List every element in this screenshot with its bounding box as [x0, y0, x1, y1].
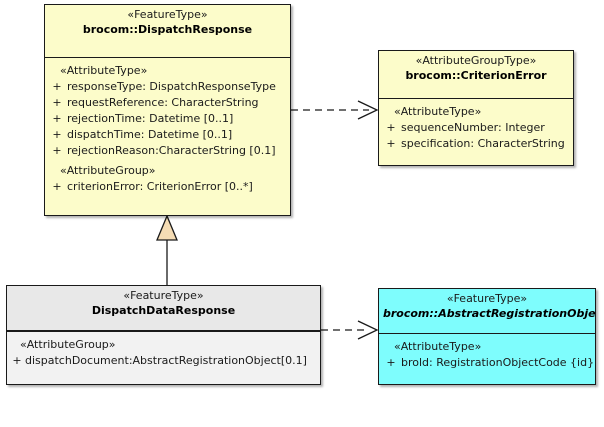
visibility-marker: + — [52, 80, 62, 93]
class-header-abstract-registration-object: «FeatureType» brocom::AbstractRegistrati… — [379, 289, 595, 334]
visibility-marker: + — [52, 96, 62, 109]
dependency-dispatch-data-response-to-abstract-registration-object — [321, 320, 379, 340]
class-stereotype: «FeatureType» — [446, 292, 528, 305]
visibility-marker: + — [12, 354, 22, 367]
attribute-signature: criterionError: CriterionError [0..*] — [67, 180, 253, 193]
hollow-triangle-arrowhead-icon — [156, 214, 178, 241]
dependency-dispatch-response-to-criterion-error — [291, 100, 379, 120]
attribute-group-label: «AttributeGroup» — [20, 338, 116, 351]
class-name: DispatchDataResponse — [91, 304, 236, 317]
attribute-row: + specification: CharacterString — [381, 136, 571, 152]
class-box-abstract-registration-object[interactable]: «FeatureType» brocom::AbstractRegistrati… — [378, 288, 596, 385]
attribute-group-label: «AttributeGroup» — [60, 164, 156, 177]
class-body-dispatch-data-response: «AttributeGroup» + dispatchDocument:Abst… — [7, 332, 320, 373]
class-header-criterion-error: «AttributeGroupType» brocom::CriterionEr… — [379, 51, 573, 99]
class-box-dispatch-data-response[interactable]: «FeatureType» DispatchDataResponse «Attr… — [6, 285, 321, 385]
class-stereotype: «FeatureType» — [123, 289, 204, 302]
open-arrowhead-icon — [357, 100, 379, 120]
attribute-signature: dispatchTime: Datetime [0..1] — [67, 128, 233, 141]
attribute-row: + responseType: DispatchResponseType — [47, 79, 288, 95]
class-body-dispatch-response: «AttributeType» + responseType: Dispatch… — [45, 58, 290, 199]
attribute-row: + criterionError: CriterionError [0..*] — [47, 179, 288, 195]
attribute-row: + dispatchTime: Datetime [0..1] — [47, 127, 288, 143]
attribute-row: + dispatchDocument:AbstractRegistrationO… — [9, 353, 318, 369]
attribute-group-label: «AttributeType» — [60, 64, 148, 77]
class-header-dispatch-response: «FeatureType» brocom::DispatchResponse — [45, 5, 290, 58]
class-body-criterion-error: «AttributeType» + sequenceNumber: Intege… — [379, 99, 573, 156]
attribute-row: + rejectionReason:CharacterString [0.1] — [47, 143, 288, 159]
visibility-marker: + — [386, 356, 396, 369]
class-stereotype: «FeatureType» — [127, 8, 208, 21]
visibility-marker: + — [52, 144, 62, 157]
visibility-marker: + — [52, 128, 62, 141]
attribute-row: + brold: RegistrationObjectCode {id} — [381, 355, 595, 371]
visibility-marker: + — [52, 180, 62, 193]
attribute-group-label: «AttributeType» — [394, 340, 482, 353]
attribute-signature: specification: CharacterString — [401, 137, 565, 150]
class-stereotype: «AttributeGroupType» — [415, 54, 537, 67]
attribute-signature: brold: RegistrationObjectCode {id} — [401, 356, 595, 369]
attribute-signature: rejectionReason:CharacterString [0.1] — [67, 144, 276, 157]
attribute-row: + requestReference: CharacterString — [47, 95, 288, 111]
visibility-marker: + — [386, 137, 396, 150]
class-header-dispatch-data-response: «FeatureType» DispatchDataResponse — [7, 286, 320, 332]
class-box-dispatch-response[interactable]: «FeatureType» brocom::DispatchResponse «… — [44, 4, 291, 216]
class-box-criterion-error[interactable]: «AttributeGroupType» brocom::CriterionEr… — [378, 50, 574, 166]
class-name: brocom::DispatchResponse — [82, 23, 253, 36]
attribute-signature: rejectionTime: Datetime [0..1] — [67, 112, 234, 125]
attribute-signature: dispatchDocument:AbstractRegistrationObj… — [25, 354, 307, 367]
attribute-signature: sequenceNumber: Integer — [401, 121, 545, 134]
class-name: brocom::AbstractRegistrationObject — [383, 307, 596, 320]
attribute-signature: requestReference: CharacterString — [67, 96, 259, 109]
open-arrowhead-icon — [357, 320, 379, 340]
attribute-signature: responseType: DispatchResponseType — [67, 80, 276, 93]
class-body-abstract-registration-object: «AttributeType» + brold: RegistrationObj… — [379, 334, 595, 375]
class-name: brocom::CriterionError — [405, 69, 547, 82]
visibility-marker: + — [52, 112, 62, 125]
attribute-row: + rejectionTime: Datetime [0..1] — [47, 111, 288, 127]
generalization-dispatch-data-response-to-dispatch-response — [156, 214, 178, 285]
attribute-group-label: «AttributeType» — [394, 105, 482, 118]
attribute-row: + sequenceNumber: Integer — [381, 120, 571, 136]
visibility-marker: + — [386, 121, 396, 134]
